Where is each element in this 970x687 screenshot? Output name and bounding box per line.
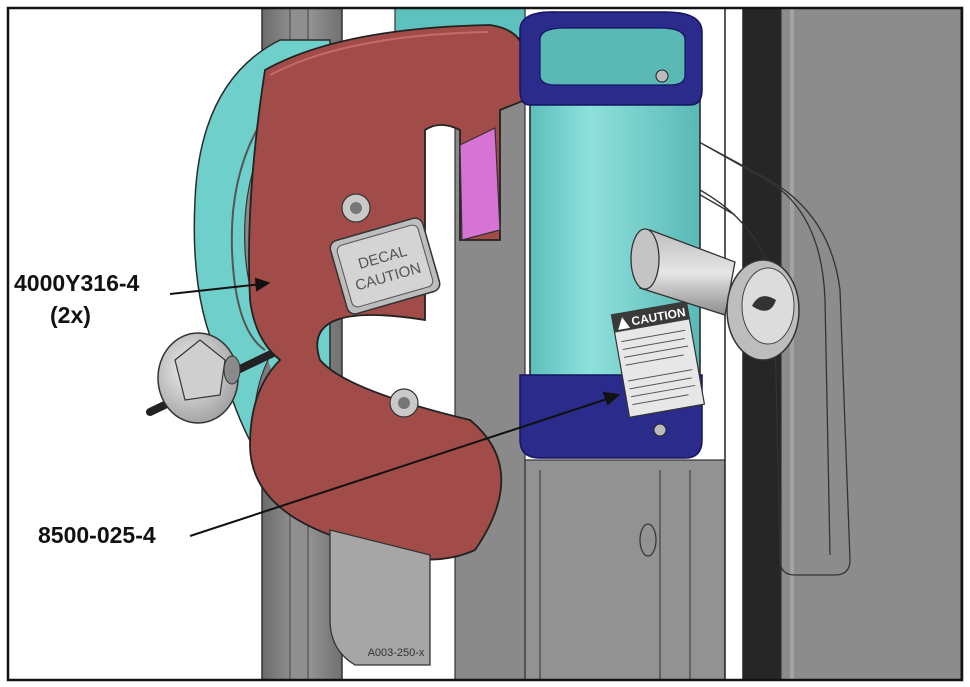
plate-decal: DECAL CAUTION: [329, 217, 441, 315]
leader-lines: [169, 277, 621, 537]
lower-label: A003-250-x: [329, 529, 431, 666]
bolt: [146, 332, 294, 424]
callout-plate-qty: (2x): [50, 302, 91, 328]
diagram-frame: [6, 6, 964, 682]
tube-decal: CAUTION: [610, 300, 706, 418]
callout-plate-part: 4000Y316-4: [14, 270, 140, 296]
lower-label-text: A003-250-x: [368, 647, 425, 659]
pull-pin: [630, 228, 800, 361]
callout-decal-part: 8500-025-4: [38, 522, 156, 548]
